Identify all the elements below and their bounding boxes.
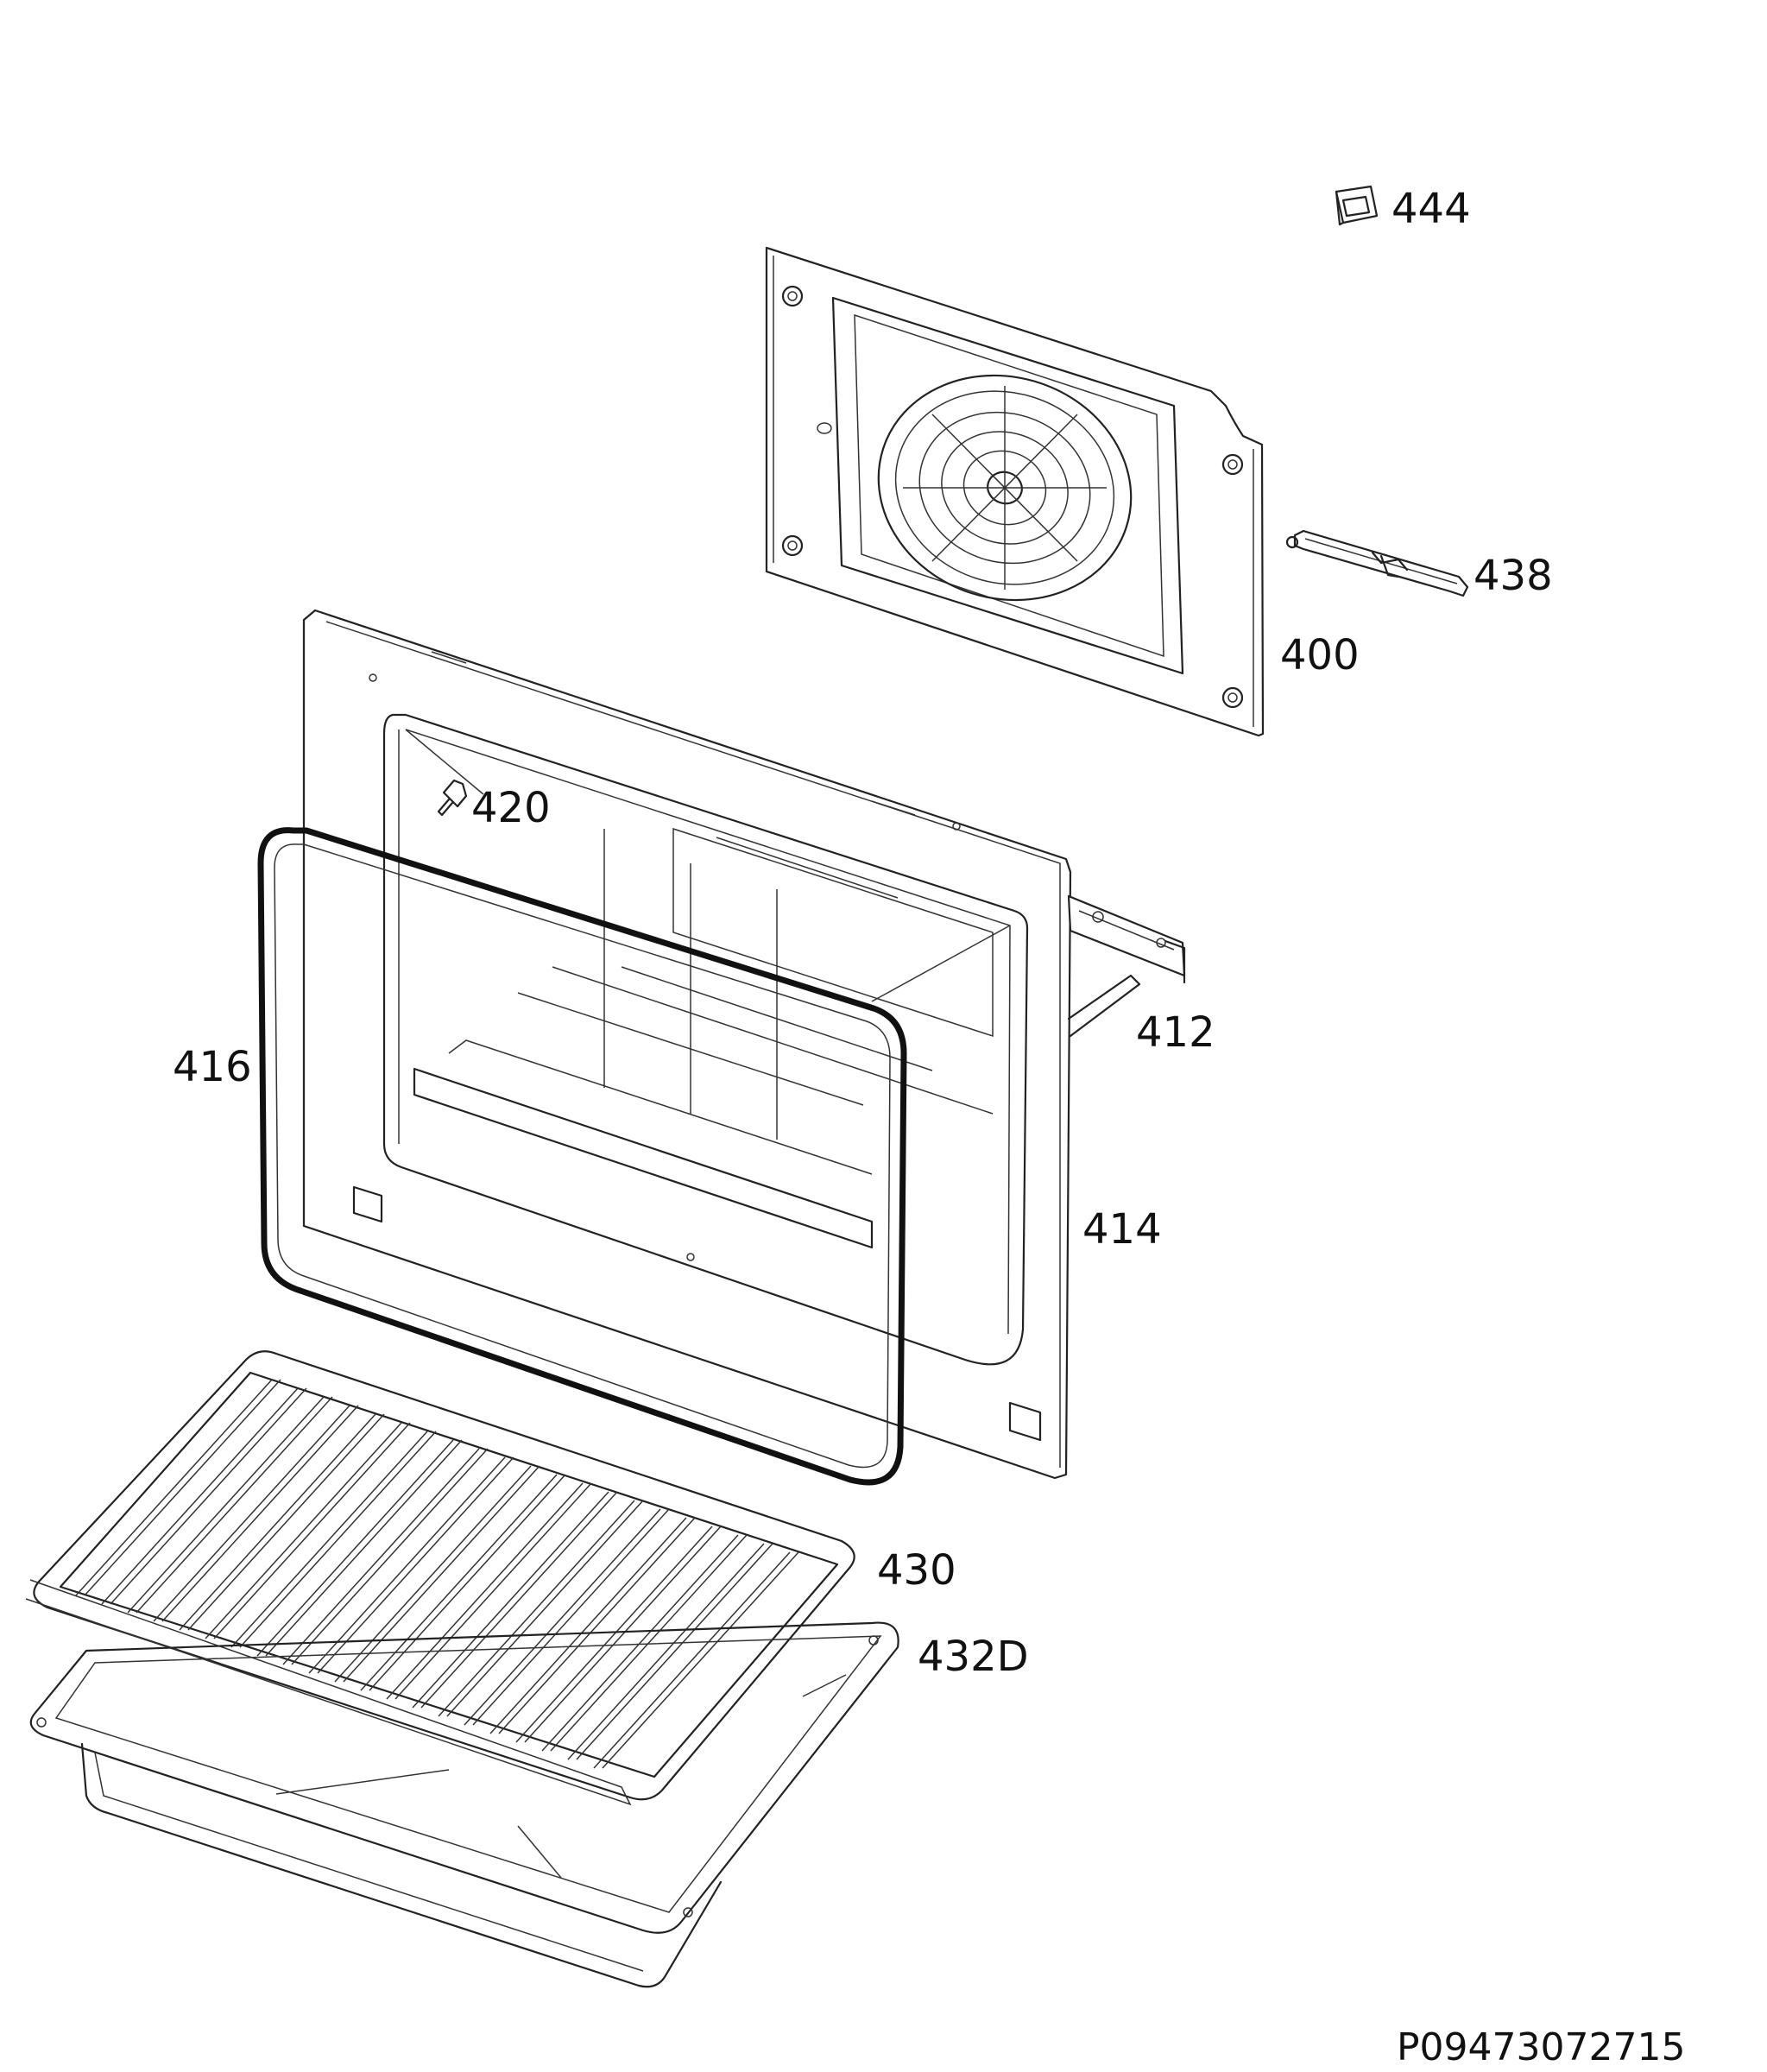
part-412-side-rail[interactable] [1067,894,1186,1038]
part-label-414: 414 [1082,1205,1162,1254]
part-432d-baking-tray[interactable] [29,1621,899,1988]
part-label-438: 438 [1474,552,1553,600]
grill-rack-bars [75,1379,799,1769]
part-416-door-gasket[interactable] [257,827,907,1486]
part-438-bracket[interactable] [1285,529,1469,597]
part-label-416: 416 [173,1043,252,1091]
document-code: P09473072715 [1397,2025,1685,2069]
part-label-430: 430 [877,1546,956,1595]
part-label-444: 444 [1392,185,1471,233]
part-label-420: 420 [471,784,551,832]
part-414-cavity-frame[interactable] [302,609,1072,1480]
part-430-grill-rack[interactable] [25,1350,855,1806]
part-label-432d: 432D [918,1633,1029,1681]
part-400-rear-panel[interactable] [765,246,1265,737]
part-420-screw[interactable] [437,779,468,817]
part-444-clip[interactable] [1335,185,1379,226]
part-label-412: 412 [1136,1008,1215,1057]
part-label-400: 400 [1280,631,1360,679]
